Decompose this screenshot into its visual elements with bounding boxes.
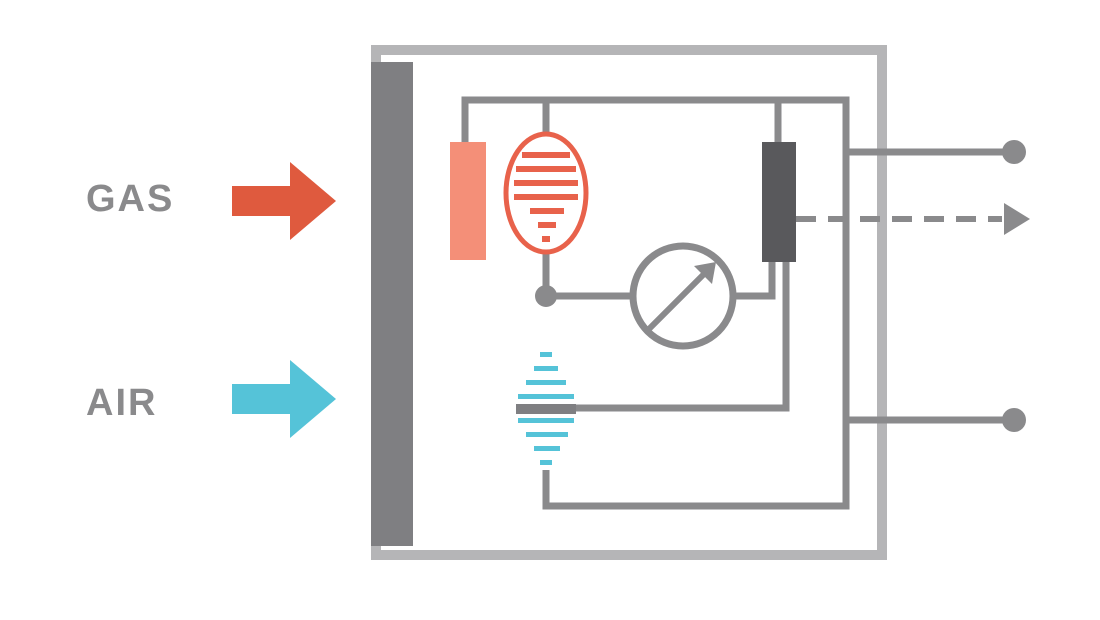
gauge-meter-icon bbox=[629, 242, 737, 350]
reference-resistor bbox=[762, 142, 796, 262]
junction-node bbox=[535, 285, 557, 307]
wiring bbox=[461, 96, 1014, 510]
air-arrow-icon bbox=[232, 360, 336, 438]
reference-electrode bbox=[516, 352, 576, 465]
membrane bbox=[371, 62, 413, 546]
output-terminal-top bbox=[1002, 140, 1026, 164]
air-label: AIR bbox=[86, 382, 158, 424]
gas-arrow-icon bbox=[232, 162, 336, 240]
gas-label: GAS bbox=[86, 178, 175, 220]
output-terminal-bottom bbox=[1002, 408, 1026, 432]
sensing-element bbox=[503, 131, 589, 255]
sensor-housing bbox=[371, 45, 887, 560]
dashed-arrow-right-icon bbox=[796, 203, 1030, 235]
heater-element bbox=[450, 142, 486, 260]
